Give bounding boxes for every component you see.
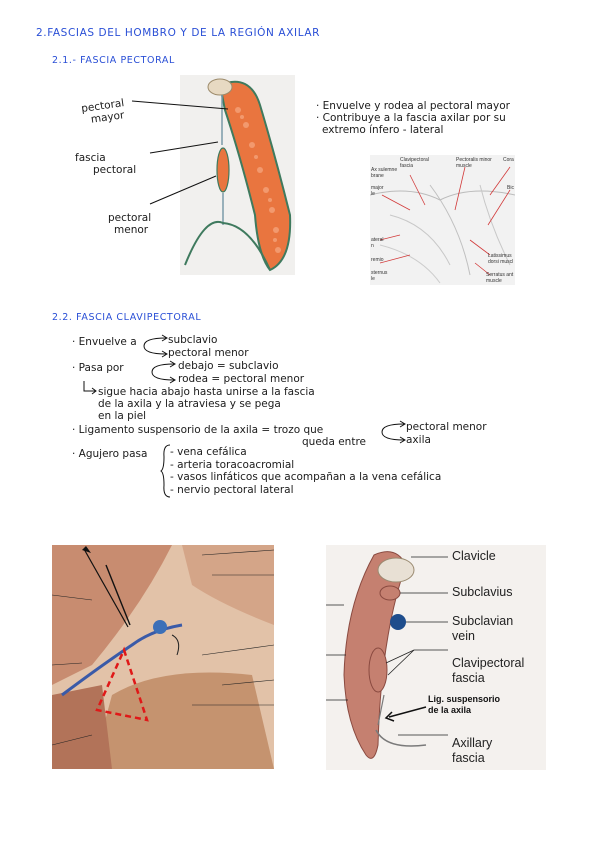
label-subclavius: Subclavius — [452, 585, 513, 599]
label-clavicle: Clavicle — [452, 549, 496, 563]
brace-agujero — [160, 444, 171, 498]
pectoral-fascia-illustration — [180, 75, 295, 275]
section-heading-2-2: 2.2. FASCIA CLAVIPECTORAL — [52, 312, 202, 323]
note-queda-entre: queda entre — [302, 436, 366, 448]
fig2-label-biceps: Bic — [507, 185, 514, 191]
note-pasa-por: · Pasa por — [72, 362, 124, 374]
note-subclavio: subclavio — [168, 334, 218, 346]
clavipectoral-fascia-diagram — [326, 545, 546, 770]
notes-pectoral-fascia: · Envuelve y rodea al pectoral mayor · C… — [316, 100, 510, 136]
brace-ligamento — [381, 420, 406, 444]
note-axila: axila — [406, 434, 431, 446]
note-envuelve: · Envuelve a — [72, 336, 137, 348]
arrow-sigue — [83, 381, 97, 395]
pectoral-leader-lines — [131, 100, 229, 205]
page-title: 2.FASCIAS DEL HOMBRO Y DE LA REGIÓN AXIL… — [36, 27, 321, 39]
section-heading-2-1: 2.1.- FASCIA PECTORAL — [52, 55, 175, 66]
fig2-label-cora: Cora — [503, 157, 514, 163]
list-item: - nervio pectoral lateral — [170, 483, 294, 496]
note-pectoral-menor: pectoral menor — [168, 347, 249, 359]
note-sigue: sigue hacia abajo hasta unirse a la fasc… — [98, 386, 315, 422]
note-pectoral-menor-2: pectoral menor — [406, 421, 487, 433]
brace-envuelve — [143, 334, 168, 358]
note-ligamento: · Ligamento suspensorio de la axila = tr… — [72, 424, 324, 436]
list-item: - vena cefálica — [170, 446, 247, 458]
fig2-label-remio: remio — [371, 257, 384, 263]
list-agujero: - vena cefálica - arteria toracoacromial… — [170, 446, 550, 496]
note-agujero: · Agujero pasa — [72, 448, 148, 460]
axilla-dissection-drawing — [52, 545, 274, 769]
list-item: - arteria toracoacromial — [170, 458, 295, 471]
note-rodea: rodea = pectoral menor — [178, 373, 305, 385]
list-item: - vasos linfáticos que acompañan a la ve… — [170, 471, 442, 483]
brace-pasa-por — [151, 360, 176, 384]
note-debajo: debajo = subclavio — [178, 360, 279, 372]
axilla-dissection-figure — [52, 545, 274, 769]
